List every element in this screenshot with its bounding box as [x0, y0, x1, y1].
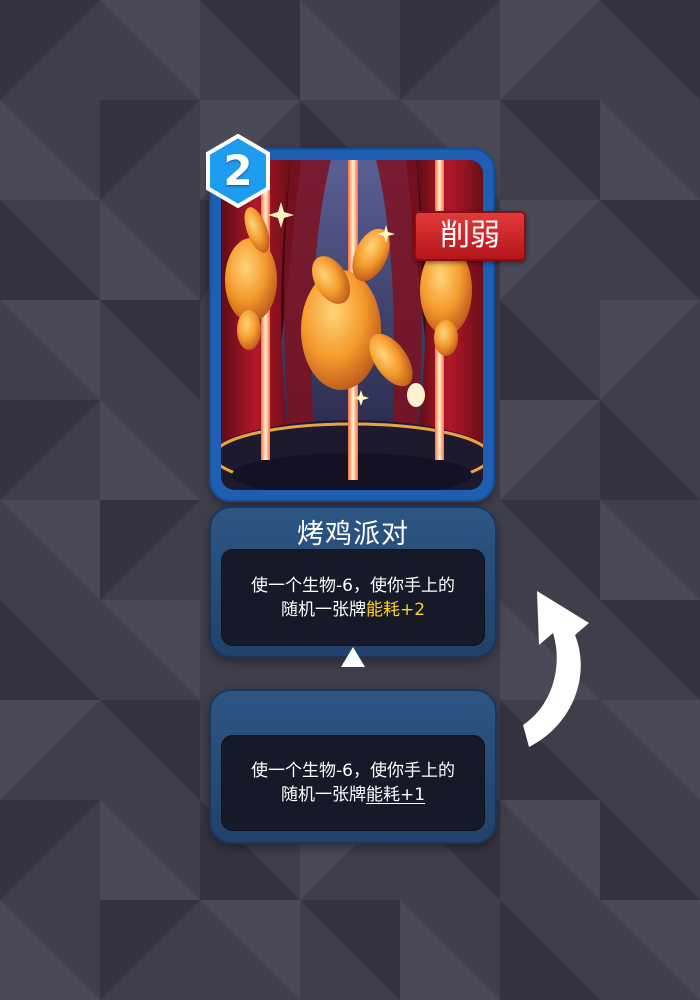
- roast-chicken-party-illustration: [221, 160, 483, 490]
- previous-effect-line1: 使一个生物-6，使你手上的: [251, 761, 455, 781]
- current-effect-line1: 使一个生物-6，使你手上的: [251, 575, 455, 596]
- previous-effect-line2: 随机一张牌能耗+1: [281, 783, 425, 807]
- cost-badge: 2: [201, 134, 275, 208]
- current-effect-line2: 随机一张牌能耗+2: [281, 598, 425, 622]
- nerf-tag: 削弱: [414, 211, 526, 261]
- previous-effect-box: 使一个生物-6，使你手上的 随机一张牌能耗+1: [221, 735, 485, 831]
- current-effect-box: 使一个生物-6，使你手上的 随机一张牌能耗+2: [221, 549, 485, 646]
- hexagon-badge-icon: [206, 134, 270, 208]
- current-effect-highlight: 能耗+2: [365, 599, 426, 620]
- card-artwork-frame[interactable]: [209, 148, 495, 502]
- cost-value: 2: [223, 146, 253, 195]
- card-title: 烤鸡派对: [297, 519, 409, 550]
- triangle-up-icon: [341, 647, 365, 667]
- current-effect-prefix: 随机一张牌: [280, 599, 366, 620]
- previous-effect-prefix: 随机一张牌: [280, 785, 366, 805]
- curved-arrow-up-icon[interactable]: [515, 585, 597, 753]
- previous-card-panel: 使一个生物-6，使你手上的 随机一张牌能耗+1: [209, 689, 497, 844]
- card-artwork: [221, 160, 483, 490]
- current-card-panel: 烤鸡派对 使一个生物-6，使你手上的 随机一张牌能耗+2: [209, 506, 497, 658]
- previous-effect-changed: 能耗+1: [365, 785, 426, 805]
